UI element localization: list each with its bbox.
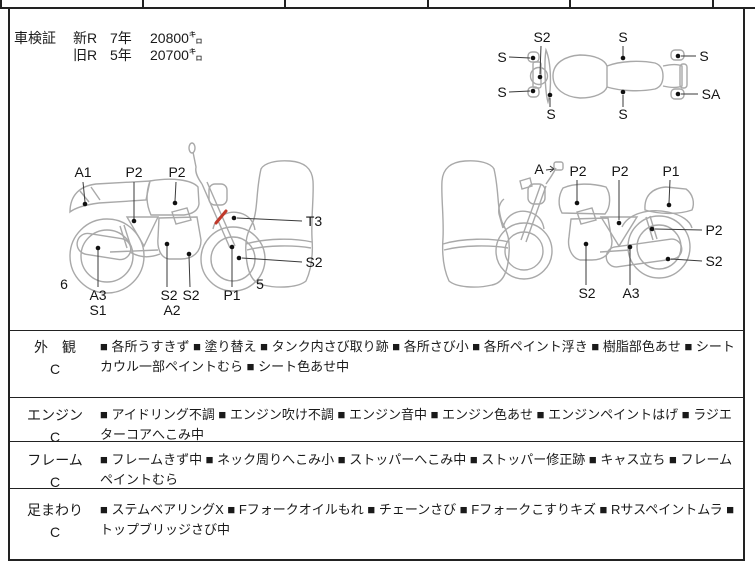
diagram-marker-label: S — [497, 84, 507, 100]
section-items: ■ 各所うすきず ■ 塗り替え ■ タンク内さび取り跡 ■ 各所さび小 ■ 各所… — [100, 339, 735, 374]
section-divider — [8, 330, 743, 331]
diagram-marker-label: P2 — [611, 163, 629, 179]
diagram-marker-label: A3 — [89, 287, 107, 303]
diagram-marker-label: S2 — [182, 287, 200, 303]
section-items: ■ ステムベアリングX ■ Fフォークオイルもれ ■ チェーンさび ■ Fフォー… — [100, 502, 735, 537]
section-engine: エンジン C ■ アイドリング不調 ■ エンジン吹け不調 ■ エンジン音中 ■ … — [10, 398, 739, 445]
section-divider — [8, 488, 743, 489]
diagram-marker-label: P2 — [705, 222, 723, 238]
diagram-marker-label: A — [534, 161, 544, 177]
section-name: エンジン — [27, 407, 83, 423]
diagram-marker-label: P2 — [569, 163, 587, 179]
shaken-row: 新R 7年 20800㌔ — [73, 30, 203, 46]
diagram-marker-label: S — [618, 29, 628, 45]
table-row-partial — [0, 0, 755, 9]
section-grade: C — [49, 524, 61, 540]
diagram-marker-label: 6 — [60, 276, 68, 292]
diagram-marker-label: P1 — [662, 163, 680, 179]
diagram-marker-label: A3 — [622, 285, 640, 301]
section-label: 外 観 C — [10, 331, 100, 377]
diagram-marker-label: T3 — [305, 213, 323, 229]
diagram-marker-label: S — [497, 49, 507, 65]
diagram-marker-label: P2 — [125, 164, 143, 180]
diagram-marker-label: S2 — [578, 285, 596, 301]
shaken-row: 旧R 5年 20700㌔ — [73, 47, 203, 63]
diagram-marker-label: S2 — [705, 253, 723, 269]
section-items: ■ アイドリング不調 ■ エンジン吹け不調 ■ エンジン音中 ■ エンジン色あせ… — [100, 407, 732, 442]
diagram-marker-label: A2 — [163, 302, 181, 318]
section-label: エンジン C — [10, 398, 100, 445]
section-name: 足まわり — [27, 502, 83, 518]
diagram-marker-label: S — [699, 48, 709, 64]
section-label: フレーム C — [10, 442, 100, 490]
diagram-marker-label: S1 — [89, 302, 107, 318]
diagram-marker-label: S2 — [160, 287, 178, 303]
diagram-marker-label: 5 — [256, 276, 264, 292]
diagram-marker-label: P2 — [168, 164, 186, 180]
diagram-marker-label: A1 — [74, 164, 92, 180]
section-undercarriage: 足まわり C ■ ステムベアリングX ■ Fフォークオイルもれ ■ チェーンさび… — [10, 489, 739, 559]
section-exterior: 外 観 C ■ 各所うすきず ■ 塗り替え ■ タンク内さび取り跡 ■ 各所さび… — [10, 331, 739, 397]
diagram-marker-label: S2 — [533, 29, 551, 45]
section-divider — [8, 441, 743, 442]
vehicle-inspection-info: 車検証 新R 7年 20800㌔ 旧R 5年 20700㌔ — [14, 30, 203, 64]
diagram-marker-label: S2 — [305, 254, 323, 270]
section-grade: C — [49, 429, 61, 445]
section-name: 外 観 — [34, 339, 76, 355]
section-label: 足まわり C — [10, 489, 100, 540]
section-frame: フレーム C ■ フレームきず中 ■ ネック周りへこみ小 ■ ストッパーへこみ中… — [10, 442, 739, 490]
section-divider — [8, 397, 743, 398]
diagram-marker-label: SA — [701, 86, 721, 102]
section-items: ■ フレームきず中 ■ ネック周りへこみ小 ■ ストッパーへこみ中 ■ ストッパ… — [100, 452, 733, 487]
shaken-title: 車検証 — [14, 30, 56, 46]
section-name: フレーム — [27, 452, 83, 468]
shaken-rows: 新R 7年 20800㌔ 旧R 5年 20700㌔ — [73, 30, 203, 64]
section-grade: C — [49, 361, 61, 377]
section-grade: C — [49, 474, 61, 490]
diagram-marker-label: S — [546, 106, 556, 122]
diagram-marker-label: P1 — [223, 287, 241, 303]
diagram-marker-label: S — [618, 106, 628, 122]
sheet-frame — [8, 8, 745, 561]
